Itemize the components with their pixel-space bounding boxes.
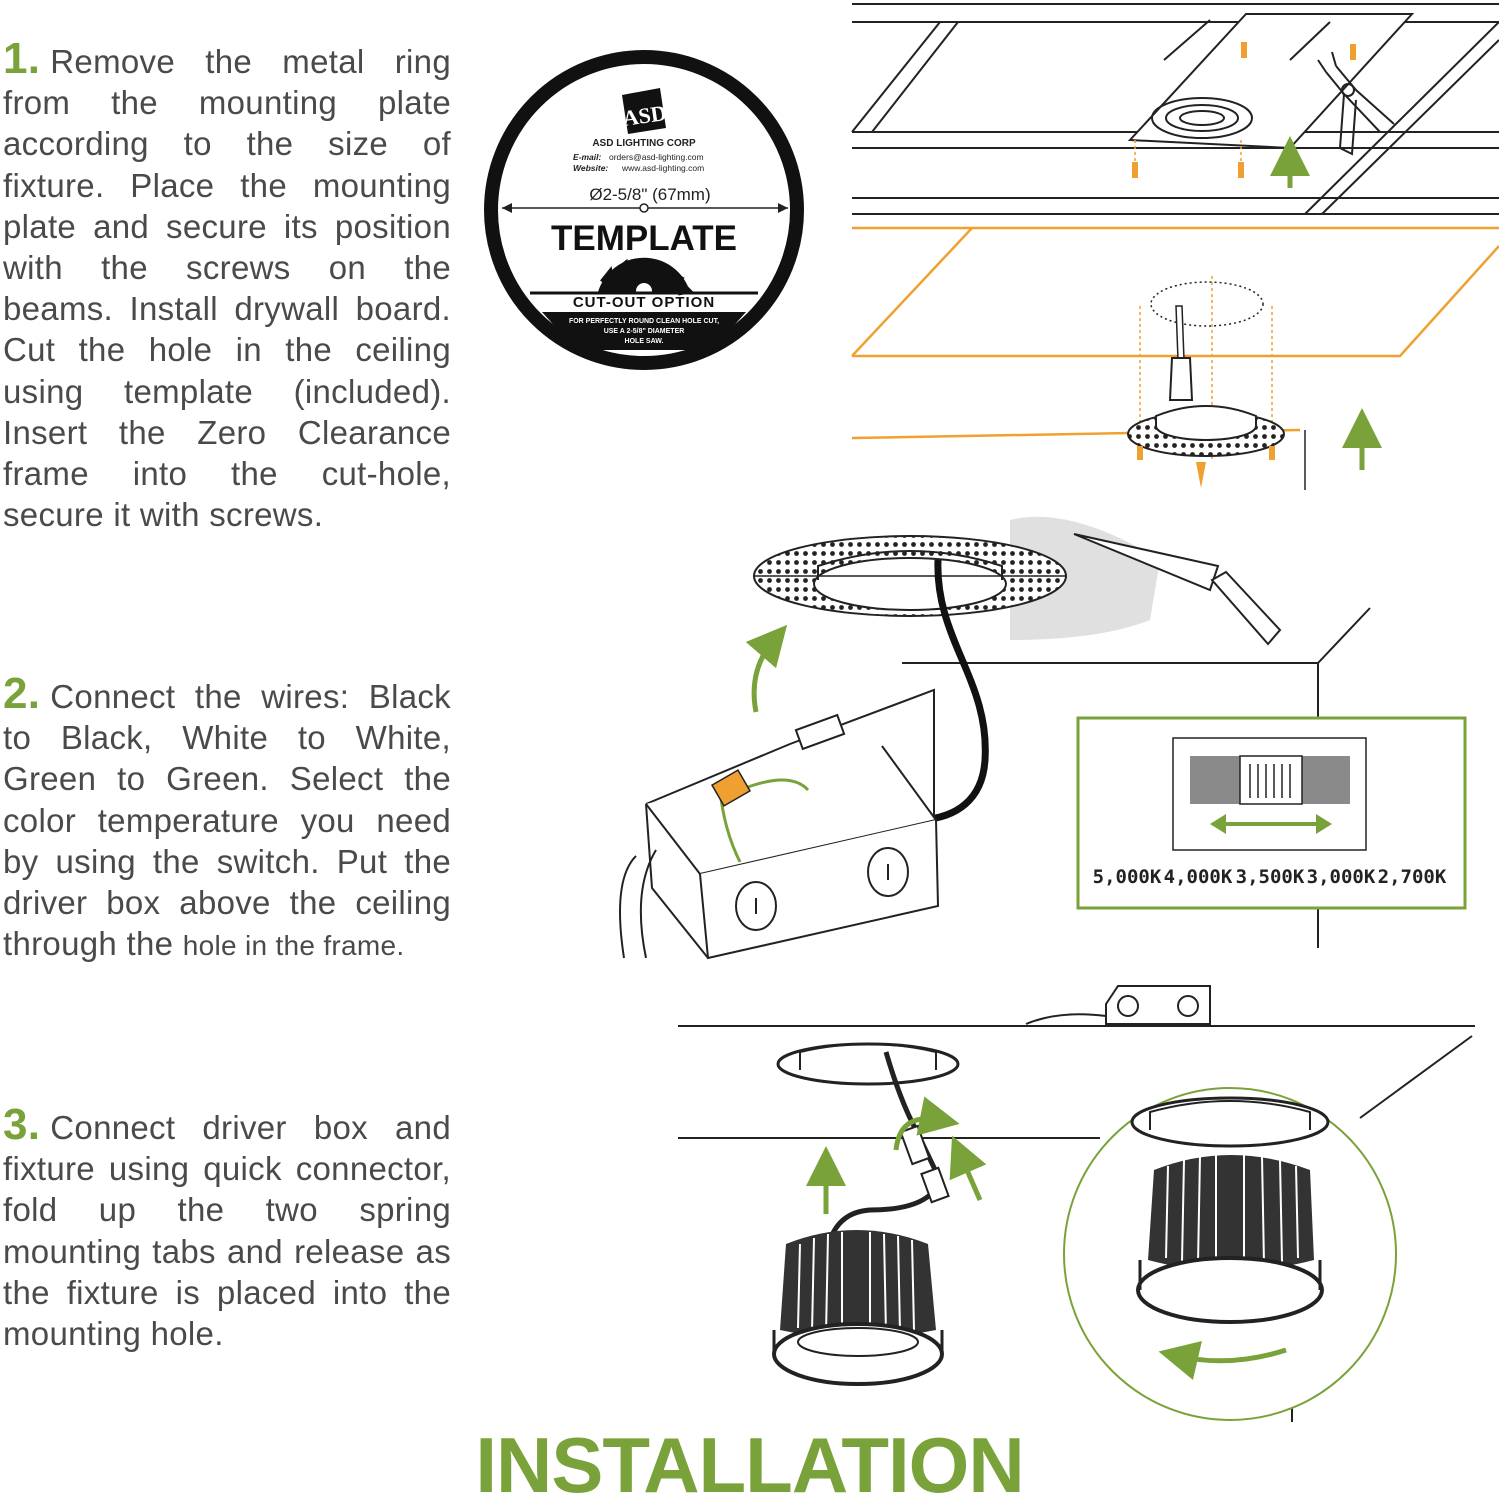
- footer-title: INSTALLATION: [475, 1421, 1024, 1509]
- curved-arrow-icon: [745, 624, 788, 713]
- step-1-instructions: 1.Remove the metal ring from the mountin…: [3, 37, 451, 535]
- jigsaw-icon: [1168, 305, 1194, 401]
- step-2-instructions: 2.Connect the wires: Black to Black, Whi…: [3, 672, 451, 966]
- email-value: orders@asd-lighting.com: [609, 152, 704, 162]
- temp-3000k: 3,000K: [1307, 866, 1376, 888]
- step-1-number: 1.: [3, 34, 41, 83]
- template-badge: ASD ASD LIGHTING CORP E-mail: orders@asd…: [484, 50, 804, 370]
- zero-clearance-frame: [1127, 405, 1285, 457]
- rotate-arrow-icon: [893, 1096, 960, 1151]
- step-2-text-small: hole in the frame.: [182, 930, 405, 962]
- website-label: Website:: [573, 163, 608, 173]
- asd-logo: ASD: [621, 88, 668, 134]
- driver-box-small: [1025, 985, 1211, 1025]
- step-2-text: Connect the wires: Black to Black, White…: [3, 678, 451, 963]
- temp-4000k: 4,000K: [1164, 866, 1233, 888]
- saw-blade-icon: [598, 257, 695, 299]
- note-line-2: USE A 2-5/8" DIAMETER: [604, 328, 685, 335]
- step-1-text: Remove the metal ring from the mounting …: [3, 43, 451, 534]
- email-label: E-mail:: [573, 152, 602, 162]
- template-title: TEMPLATE: [551, 219, 737, 258]
- company-name: ASD LIGHTING CORP: [592, 138, 696, 149]
- rotate-arrow-icon-2: [1158, 1341, 1287, 1380]
- temp-2700k: 2,700K: [1378, 866, 1447, 888]
- orange-screws-top: [1132, 42, 1356, 178]
- temp-3500k: 3,500K: [1236, 866, 1305, 888]
- led-fixture: [772, 1230, 944, 1386]
- frame-with-trowel: [753, 516, 1160, 640]
- ceiling-beams-diagram: [851, 3, 1499, 215]
- step-3-number: 3.: [3, 1100, 41, 1149]
- trowel-icon: [1073, 533, 1282, 646]
- double-arrow-icon: [1210, 814, 1332, 834]
- step-3-text: Connect driver box and fixture using qui…: [3, 1109, 451, 1353]
- step-3-instructions: 3.Connect driver box and fixture using q…: [3, 1103, 451, 1354]
- pliers-icon: [1317, 51, 1395, 156]
- temp-5000k: 5,000K: [1093, 866, 1162, 888]
- color-temp-switch-panel: 5,000K 4,000K 3,500K 3,000K 2,700K: [1076, 716, 1467, 910]
- drywall-board: [851, 226, 1499, 440]
- orange-screws-frame: [1137, 446, 1275, 488]
- wire-connector: [710, 769, 752, 807]
- cutout-option-label: CUT-OUT OPTION: [573, 294, 715, 311]
- step-2-number: 2.: [3, 669, 41, 718]
- diameter-label: Ø2-5/8" (67mm): [589, 185, 710, 204]
- logo-text: ASD: [621, 100, 668, 131]
- driver-box: [645, 688, 940, 960]
- quick-connector: [899, 1124, 931, 1166]
- note-line-1: FOR PERFECTLY ROUND CLEAN HOLE CUT,: [569, 318, 719, 325]
- website-value: www.asd-lighting.com: [621, 163, 704, 173]
- magnified-detail: [1063, 1087, 1397, 1421]
- note-line-3: HOLE SAW.: [625, 338, 664, 345]
- arrow-diagonal-icon: [949, 1135, 987, 1201]
